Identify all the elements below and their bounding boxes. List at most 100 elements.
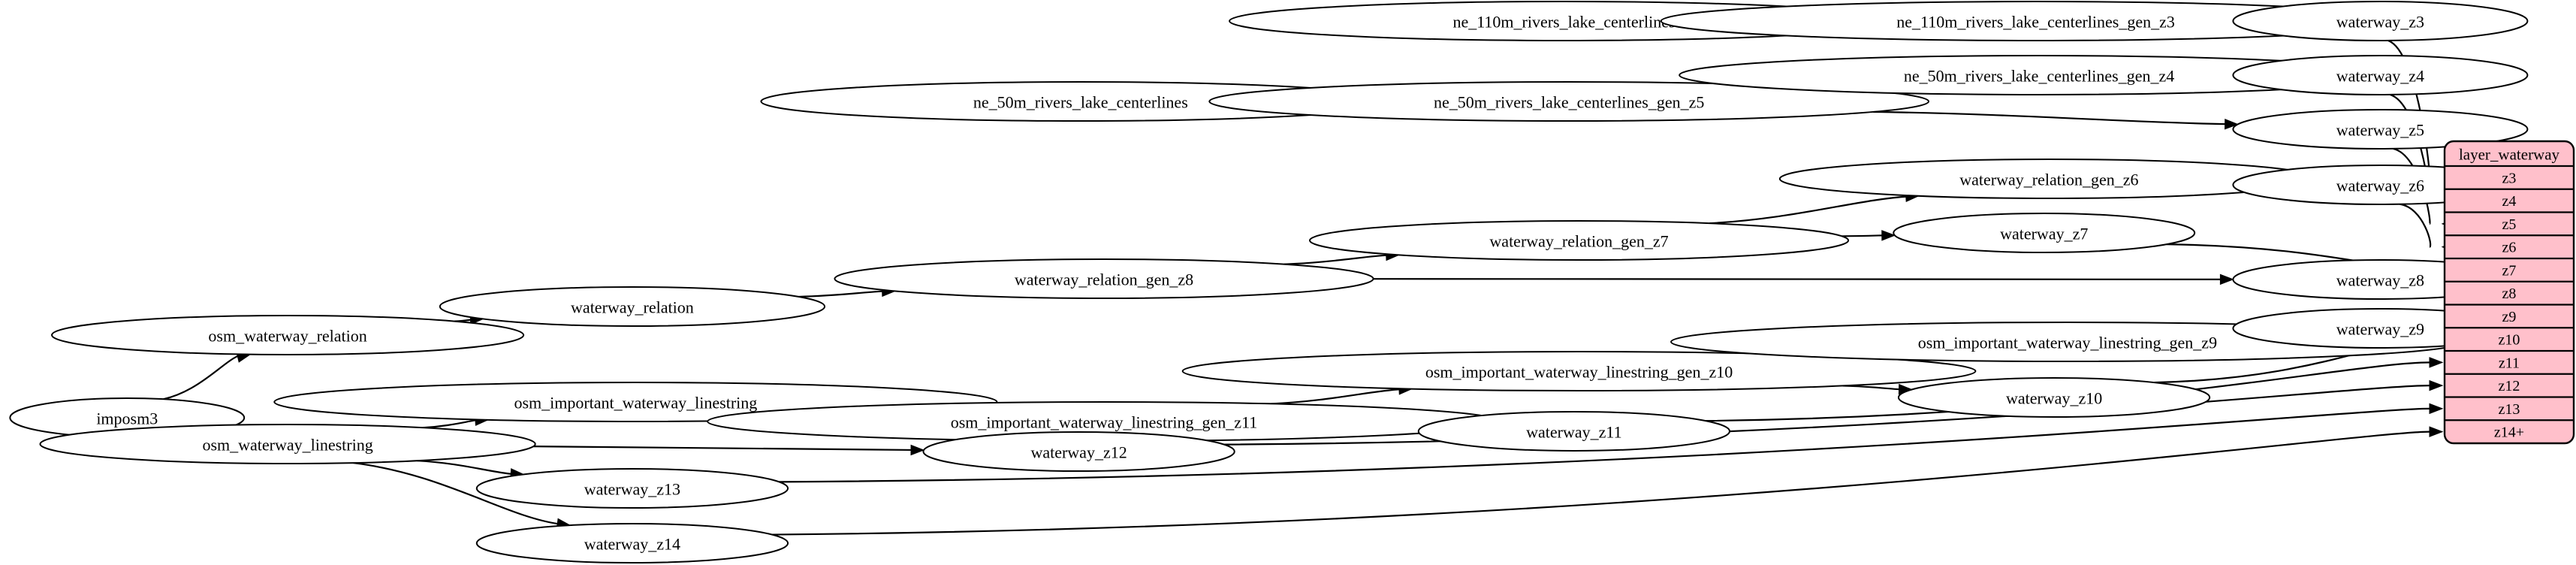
node-waterway_z3[interactable]: waterway_z3 [2232, 1, 2529, 41]
node-ellipse[interactable] [922, 431, 1235, 472]
node-ne_50m_rivers_lake_centerlines_gen_z5[interactable]: ne_50m_rivers_lake_centerlines_gen_z5 [1208, 81, 1930, 122]
node-ne_110m_rivers_lake_centerlines_gen_z3[interactable]: ne_110m_rivers_lake_centerlines_gen_z3 [1660, 1, 2412, 41]
node-label: ne_50m_rivers_lake_centerlines_gen_z4 [1904, 67, 2174, 86]
node-label: ne_110m_rivers_lake_centerlines [1452, 13, 1675, 32]
node-waterway_z14[interactable]: waterway_z14 [475, 523, 789, 563]
node-ellipse[interactable] [475, 523, 789, 563]
node-ellipse[interactable] [1181, 351, 1977, 391]
node-label: osm_waterway_linestring [202, 436, 373, 455]
node-label: waterway_z13 [584, 480, 680, 499]
nodes-layer: imposm3 osm_waterway_relation osm_waterway… [9, 1, 2529, 563]
edge-to-z6 [2400, 203, 2432, 248]
node-label: waterway_z9 [2336, 320, 2424, 339]
node-ellipse[interactable] [1208, 81, 1930, 122]
node-waterway_z13[interactable]: waterway_z13 [475, 468, 789, 509]
node-label: waterway_z4 [2336, 67, 2424, 86]
node-label: waterway_z14 [584, 535, 680, 554]
edge-waterway_relation_gen_z7-to-waterway_z7 [1842, 234, 1884, 237]
node-label: ne_50m_rivers_lake_centerlines [973, 93, 1188, 112]
edge-arrowhead [2429, 426, 2444, 437]
node-label: waterway_z6 [2336, 177, 2424, 195]
node-label: waterway_z8 [2336, 271, 2424, 290]
node-ellipse[interactable] [1897, 377, 2211, 418]
edge-osm_waterway_linestring-to-waterway_z12 [533, 446, 914, 452]
node-label: imposm3 [96, 409, 158, 428]
node-ellipse[interactable] [39, 424, 536, 464]
table-row-z12[interactable]: z12 [2499, 378, 2520, 394]
node-label: ne_110m_rivers_lake_centerlines_gen_z3 [1896, 13, 2175, 32]
node-label: osm_important_waterway_linestring_gen_z1… [951, 413, 1258, 432]
node-waterway_z10[interactable]: waterway_z10 [1897, 377, 2211, 418]
node-label: waterway_z7 [2000, 225, 2088, 243]
node-ellipse[interactable] [475, 468, 789, 509]
node-waterway_relation_gen_z8[interactable]: waterway_relation_gen_z8 [834, 258, 1374, 299]
node-label: waterway_z3 [2336, 13, 2424, 32]
node-label: osm_important_waterway_linestring_gen_z9 [1918, 334, 2217, 352]
edge-arrowhead [2429, 357, 2444, 368]
table-row-z9[interactable]: z9 [2502, 309, 2517, 325]
table-row-z6[interactable]: z6 [2502, 240, 2517, 256]
edge-arrowhead [2429, 379, 2444, 391]
layer-waterway-table [2443, 140, 2575, 445]
table-row-z5[interactable]: z5 [2502, 216, 2517, 233]
table-row-z13[interactable]: z13 [2499, 401, 2520, 418]
node-waterway_z11[interactable]: waterway_z11 [1417, 411, 1730, 452]
node-waterway_relation_gen_z6[interactable]: waterway_relation_gen_z6 [1778, 159, 2320, 199]
edge-arrowhead [910, 444, 925, 456]
node-ellipse[interactable] [834, 258, 1374, 299]
node-waterway_z7[interactable]: waterway_z7 [1893, 213, 2196, 253]
node-ellipse[interactable] [1308, 220, 1850, 261]
table-row-z4[interactable]: z4 [2502, 193, 2517, 210]
node-label: waterway_relation_gen_z8 [1015, 270, 1193, 289]
table-row-z7[interactable]: z7 [2502, 262, 2517, 279]
edge-arrowhead [2219, 273, 2234, 286]
node-waterway_z12[interactable]: waterway_z12 [922, 431, 1235, 472]
node-ellipse[interactable] [2232, 109, 2529, 150]
node-osm_important_waterway_linestring_gen_z10[interactable]: osm_important_waterway_linestring_gen_z1… [1181, 351, 1977, 391]
edge-osm_waterway_linestring-to-osm_important_waterway_linestring [423, 418, 478, 429]
node-osm_important_waterway_linestring_gen_z11[interactable]: osm_important_waterway_linestring_gen_z1… [707, 401, 1501, 442]
edge-to-z13 [779, 407, 2430, 483]
edge-imposm3-to-osm_waterway_relation [163, 354, 240, 400]
node-ellipse[interactable] [1417, 411, 1730, 452]
node-ne_50m_rivers_lake_centerlines_gen_z4[interactable]: ne_50m_rivers_lake_centerlines_gen_z4 [1679, 55, 2400, 95]
table-row-z3[interactable]: z3 [2502, 170, 2517, 186]
node-ellipse[interactable] [51, 315, 525, 355]
table-row-z14plus[interactable]: z14+ [2494, 425, 2524, 441]
node-waterway_relation_gen_z7[interactable]: waterway_relation_gen_z7 [1308, 220, 1850, 261]
edge-arrowhead [2429, 403, 2444, 415]
node-ellipse[interactable] [2232, 55, 2529, 95]
node-label: waterway_z5 [2336, 121, 2424, 140]
node-label: waterway_z11 [1526, 423, 1621, 442]
node-ellipse[interactable] [439, 286, 826, 327]
table-header-label: layer_waterway [2459, 146, 2560, 164]
node-osm_waterway_linestring[interactable]: osm_waterway_linestring [39, 424, 536, 464]
node-label: ne_50m_rivers_lake_centerlines_gen_z5 [1434, 93, 1704, 112]
node-label: osm_important_waterway_linestring [514, 394, 757, 412]
node-label: waterway_relation_gen_z6 [1959, 171, 2138, 189]
node-waterway_z4[interactable]: waterway_z4 [2232, 55, 2529, 95]
node-ellipse[interactable] [1893, 213, 2196, 253]
node-label: waterway_z12 [1030, 443, 1127, 462]
edge-waterway_relation-to-waterway_relation_gen_z8 [798, 290, 885, 298]
node-ellipse[interactable] [2232, 1, 2529, 41]
node-osm_waterway_relation[interactable]: osm_waterway_relation [51, 315, 525, 355]
edge-arrowhead [1881, 230, 1896, 241]
table-row-z10[interactable]: z10 [2499, 332, 2520, 349]
edge-waterway_relation_gen_z8-to-waterway_relation_gen_z7 [1283, 254, 1389, 265]
node-waterway_relation[interactable]: waterway_relation [439, 286, 826, 327]
table-row-z11[interactable]: z11 [2499, 355, 2520, 371]
edge-osm_waterway_linestring-to-waterway_z13 [417, 460, 514, 476]
table-layer: layer_waterway z3 z4 z5 z6 z7 z8 z9 z10 z11 z12 z13… [2443, 140, 2575, 445]
table-row-z8[interactable]: z8 [2502, 286, 2517, 302]
edge-waterway_relation_gen_z7-to-waterway_relation_gen_z6 [1709, 195, 1908, 225]
node-label: waterway_relation_gen_z7 [1489, 232, 1668, 251]
node-label: waterway_z10 [2006, 389, 2102, 408]
node-waterway_z5[interactable]: waterway_z5 [2232, 109, 2529, 150]
node-label: osm_waterway_relation [208, 327, 366, 346]
edge-osm_important_waterway_linestring_gen_z11-to-osm_important_waterway_linestring_gen_z10 [1271, 388, 1402, 405]
edge-osm_waterway_linestring-to-waterway_z14 [353, 461, 560, 525]
edge-osm_important_waterway_linestring_gen_z10-to-waterway_z10 [1842, 385, 1902, 391]
node-ne_50m_rivers_lake_centerlines[interactable]: ne_50m_rivers_lake_centerlines [760, 81, 1401, 122]
